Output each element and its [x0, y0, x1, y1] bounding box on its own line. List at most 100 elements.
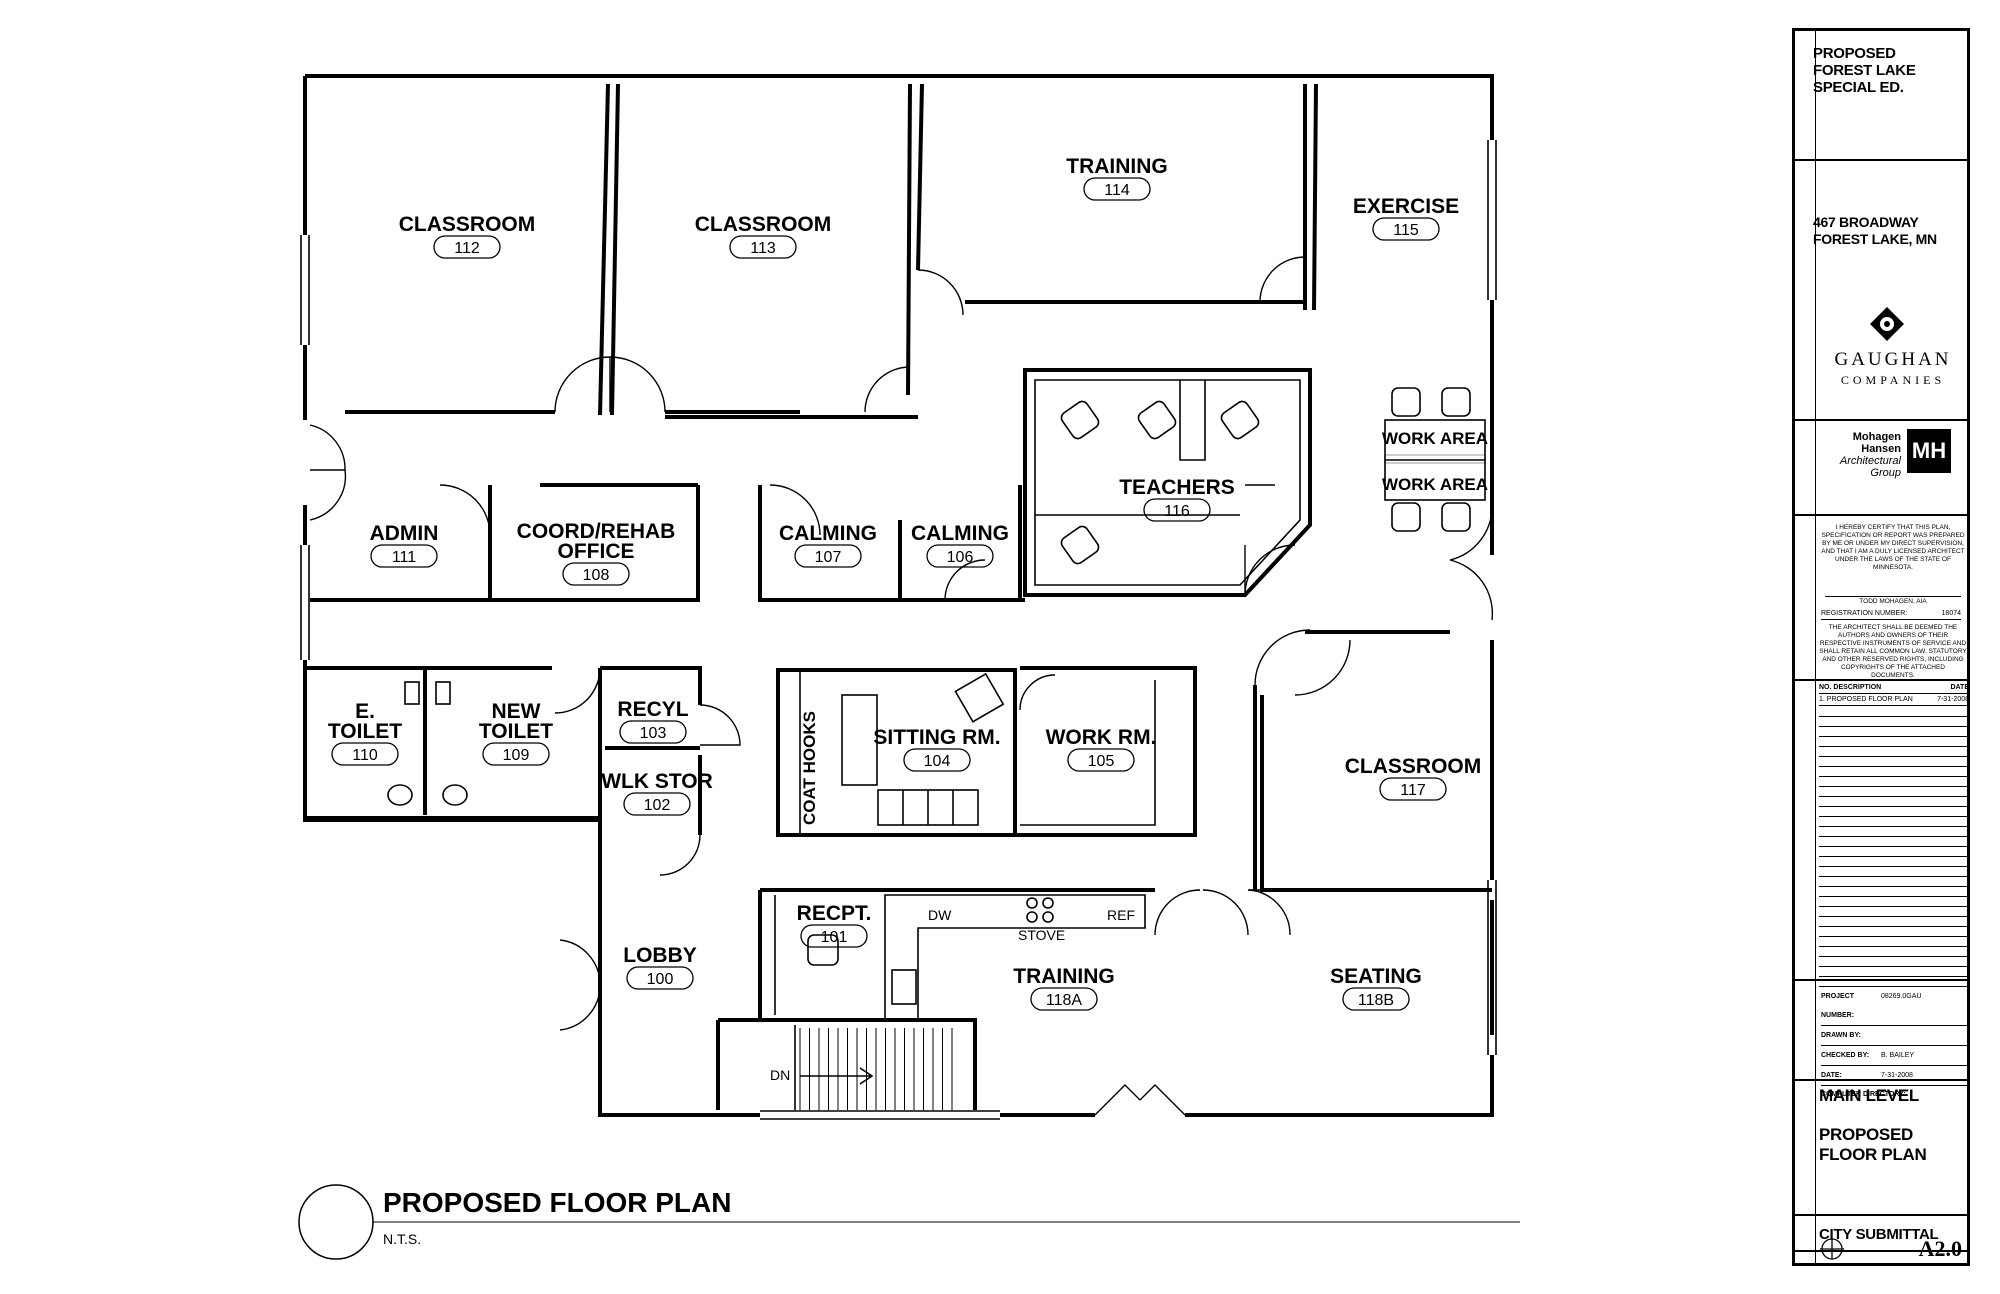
tb-phase: CITY SUBMITTAL — [1795, 1216, 1967, 1252]
architect-line: Hansen — [1861, 443, 1901, 455]
room-name: CALMING — [911, 522, 1009, 545]
registration-number: 18074 — [1941, 610, 1961, 617]
phase-text: CITY SUBMITTAL — [1819, 1226, 1939, 1243]
room-number-tag — [1143, 498, 1211, 522]
room-number: 118B — [1358, 992, 1394, 1009]
room-name-line-2: OFFICE — [558, 540, 635, 563]
registration-label: REGISTRATION NUMBER: — [1821, 610, 1908, 617]
date-label: DATE: — [1821, 1072, 1842, 1079]
sheet-title-line: PROPOSED — [1819, 1125, 1913, 1144]
project-number-label: PROJECT NUMBER: — [1821, 993, 1855, 1019]
room-number-tag — [800, 924, 868, 948]
room-number: 117 — [1400, 782, 1426, 799]
room-number: 105 — [1088, 753, 1115, 770]
room-name: TRAINING — [1013, 965, 1115, 988]
room-name: COORD/REHAB — [517, 520, 676, 543]
stair-treads — [799, 1028, 953, 1110]
room-name-line-2: TOILET — [479, 720, 553, 743]
room-number-tag — [1030, 987, 1098, 1011]
project-number-value: 08269.0GAU — [1881, 993, 1922, 1000]
north-arrow-icon — [1820, 1238, 1844, 1260]
room-number-tag — [331, 742, 399, 766]
date-value: 7-31-2008 — [1881, 1072, 1913, 1079]
signer-name: TODD MOHAGEN, AIA — [1859, 598, 1927, 605]
certification-text: I HEREBY CERTIFY THAT THIS PLAN, SPECIFI… — [1821, 524, 1965, 571]
room-number: 113 — [750, 240, 776, 257]
tb-project-line: PROPOSED — [1813, 45, 1896, 62]
room-number-tag — [562, 562, 630, 586]
room-number: 108 — [583, 567, 610, 584]
tb-owner-logo: GAUGHAN COMPANIES — [1795, 291, 1967, 421]
room-number: 116 — [1164, 503, 1190, 520]
room-number-tag — [1379, 777, 1447, 801]
plan-title-text: PROPOSED FLOOR PLAN — [383, 1187, 731, 1218]
refrigerator-label: REF — [1107, 907, 1135, 923]
room-number-tag — [626, 966, 694, 990]
drawn-by-label: DRAWN BY: — [1821, 1032, 1861, 1039]
revision-blank-line — [1819, 787, 1969, 797]
room-number-tag — [729, 235, 797, 259]
rights-text: THE ARCHITECT SHALL BE DEEMED THE AUTHOR… — [1819, 624, 1967, 679]
sheet-number-row: A2.0 — [1794, 1232, 1970, 1266]
coat-hooks-label: COAT HOOKS — [800, 711, 819, 825]
room-number-tag — [926, 544, 994, 568]
tb-project-line: SPECIAL ED. — [1813, 79, 1904, 96]
tb-project-line: FOREST LAKE — [1813, 62, 1916, 79]
revision-blank-line — [1819, 817, 1969, 827]
room-number-tag — [1372, 217, 1440, 241]
drawing-callout-circle — [298, 1184, 374, 1260]
tb-address-line: 467 BROADWAY — [1813, 214, 1919, 230]
revision-blank-line — [1819, 917, 1969, 927]
furniture — [387, 387, 1486, 1005]
room-number-tag — [1342, 987, 1410, 1011]
tb-project-name: PROPOSED FOREST LAKE SPECIAL ED. — [1795, 31, 1967, 161]
room-name: CLASSROOM — [695, 213, 832, 236]
room-number: 101 — [821, 929, 848, 946]
room-number: 100 — [647, 971, 674, 988]
revision-blank-line — [1819, 747, 1969, 757]
room-number: 111 — [392, 549, 416, 566]
revision-blank-line — [1819, 837, 1969, 847]
plan-scale-text: N.T.S. — [383, 1231, 421, 1247]
room-number-tag — [619, 720, 687, 744]
room-name: EXERCISE — [1353, 195, 1459, 218]
tb-address: 467 BROADWAY FOREST LAKE, MN — [1795, 161, 1967, 291]
architect-line: Mohagen — [1852, 431, 1901, 443]
tb-architect: Mohagen Hansen Architectural Group MH — [1795, 421, 1967, 516]
gaughan-wordmark: GAUGHAN — [1834, 349, 1952, 370]
room-number-tag — [903, 748, 971, 772]
checked-by-value: B. BAILEY — [1881, 1052, 1915, 1059]
revision-blank-line — [1819, 927, 1969, 937]
room-number: 115 — [1393, 222, 1419, 239]
room-number-tag — [433, 235, 501, 259]
tb-revisions: NO. DESCRIPTION DATE 1. PROPOSED FLOOR P… — [1795, 681, 1969, 987]
room-name: TEACHERS — [1119, 476, 1235, 499]
revision-blank-line — [1819, 887, 1969, 897]
revision-blank-line — [1819, 807, 1969, 817]
room-name: E. — [355, 700, 375, 723]
room-name-line-2: TOILET — [328, 720, 402, 743]
stair-down-label: DN — [770, 1067, 790, 1083]
gaughan-logo-icon — [1870, 307, 1904, 341]
revision-blank-line — [1819, 757, 1969, 767]
revision-blank-line — [1819, 777, 1969, 787]
room-name: RECYL — [617, 698, 688, 721]
tb-sheet-title: MAIN LEVEL PROPOSED FLOOR PLAN — [1795, 1081, 1967, 1216]
revision-blank-line — [1819, 877, 1969, 887]
revision-blank-line — [1819, 857, 1969, 867]
rev-header-date: DATE — [1950, 684, 1969, 691]
room-name: TRAINING — [1066, 155, 1168, 178]
sheet-number: A2.0 — [1918, 1236, 1962, 1261]
title-block-side-strip — [1795, 31, 1816, 1263]
room-name: SEATING — [1330, 965, 1422, 988]
room-name: CALMING — [779, 522, 877, 545]
floor-plan-drawing: CLASSROOM112CLASSROOM113TRAINING114EXERC… — [298, 74, 1520, 1260]
room-name: LOBBY — [623, 944, 697, 967]
stair-direction-arrow — [800, 1067, 874, 1085]
room-number: 107 — [815, 549, 842, 566]
revision-blank-line — [1819, 937, 1969, 947]
room-number-tag — [482, 742, 550, 766]
architect-line: Architectural — [1839, 455, 1901, 467]
room-name: CLASSROOM — [399, 213, 536, 236]
room-number: 109 — [503, 747, 530, 764]
